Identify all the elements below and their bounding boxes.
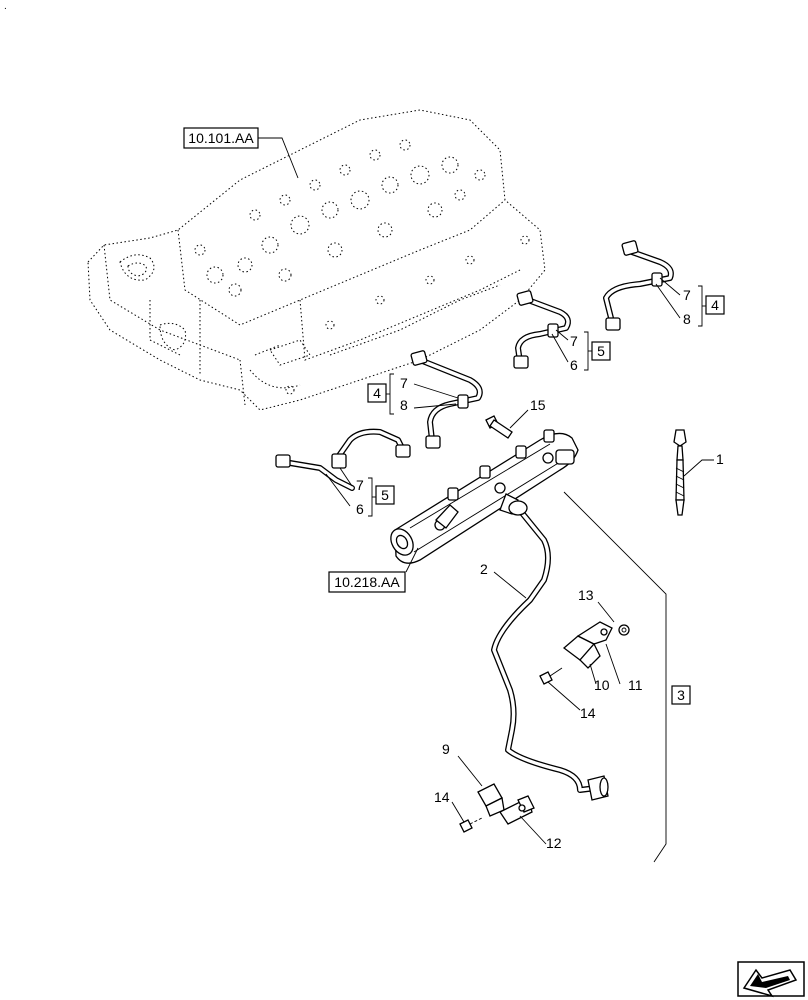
callout-box-5 bbox=[591, 341, 611, 361]
callout-7: 7 bbox=[683, 287, 691, 303]
fuel-rail[interactable] bbox=[386, 429, 579, 564]
leader-fuel-rail bbox=[405, 547, 419, 573]
callout-7: 7 bbox=[400, 375, 408, 391]
navigation-arrow-icon[interactable] bbox=[737, 961, 805, 998]
callout-3: 3 bbox=[677, 687, 685, 703]
callout-1: 1 bbox=[716, 451, 724, 467]
callout-4: 4 bbox=[711, 297, 719, 313]
callout-5: 5 bbox=[597, 343, 605, 359]
ref-box-cylinder-head[interactable]: 10.101.AA bbox=[183, 127, 259, 149]
injector-pipe-5-middle[interactable] bbox=[513, 290, 571, 369]
clamp-9-12[interactable] bbox=[477, 783, 535, 825]
cylinder-head-outline bbox=[87, 109, 546, 411]
callout-8: 8 bbox=[400, 397, 408, 413]
injector-pipe-5-left[interactable] bbox=[275, 428, 411, 491]
bolt-14-lower[interactable] bbox=[459, 817, 483, 833]
callout-7: 7 bbox=[570, 333, 578, 349]
corner-mark: . bbox=[4, 1, 7, 12]
callout-11: 11 bbox=[628, 677, 643, 693]
injector-pipe-4-left[interactable] bbox=[410, 350, 483, 449]
clamp-10-11[interactable] bbox=[562, 621, 630, 669]
svg-text:10.101.AA: 10.101.AA bbox=[188, 130, 254, 146]
callout-5: 5 bbox=[381, 487, 389, 503]
callout-10: 10 bbox=[594, 677, 610, 693]
callout-4: 4 bbox=[373, 385, 381, 401]
leader-cylinder-head bbox=[258, 137, 299, 179]
leader-lines bbox=[325, 277, 714, 863]
callout-6: 6 bbox=[570, 357, 578, 373]
callout-2: 2 bbox=[480, 561, 488, 577]
item-1-stud[interactable] bbox=[673, 429, 687, 516]
bolt-14-upper[interactable] bbox=[539, 667, 563, 685]
callout-12: 12 bbox=[546, 835, 562, 851]
callout-13: 13 bbox=[578, 587, 594, 603]
callout-box-4 bbox=[705, 295, 725, 315]
bolt-15[interactable] bbox=[485, 415, 513, 439]
callout-8: 8 bbox=[683, 311, 691, 327]
callout-6: 6 bbox=[356, 501, 364, 517]
callout-labels: 7 8 4 7 6 5 7 8 4 7 6 5 15 1 2 3 13 10 1… bbox=[356, 287, 725, 851]
svg-text:10.218.AA: 10.218.AA bbox=[334, 574, 400, 590]
callout-7: 7 bbox=[356, 477, 364, 493]
callout-14: 14 bbox=[434, 789, 450, 805]
callout-box-3 bbox=[671, 685, 691, 705]
ref-box-fuel-rail[interactable]: 10.218.AA bbox=[328, 571, 406, 593]
high-pressure-pipe-2[interactable] bbox=[491, 500, 609, 801]
callout-14: 14 bbox=[580, 705, 596, 721]
callout-box-5 bbox=[375, 485, 395, 505]
callout-box-4 bbox=[367, 383, 387, 403]
injector-pipe-4-right[interactable] bbox=[603, 240, 674, 331]
callout-9: 9 bbox=[442, 741, 450, 757]
callout-15: 15 bbox=[530, 397, 546, 413]
